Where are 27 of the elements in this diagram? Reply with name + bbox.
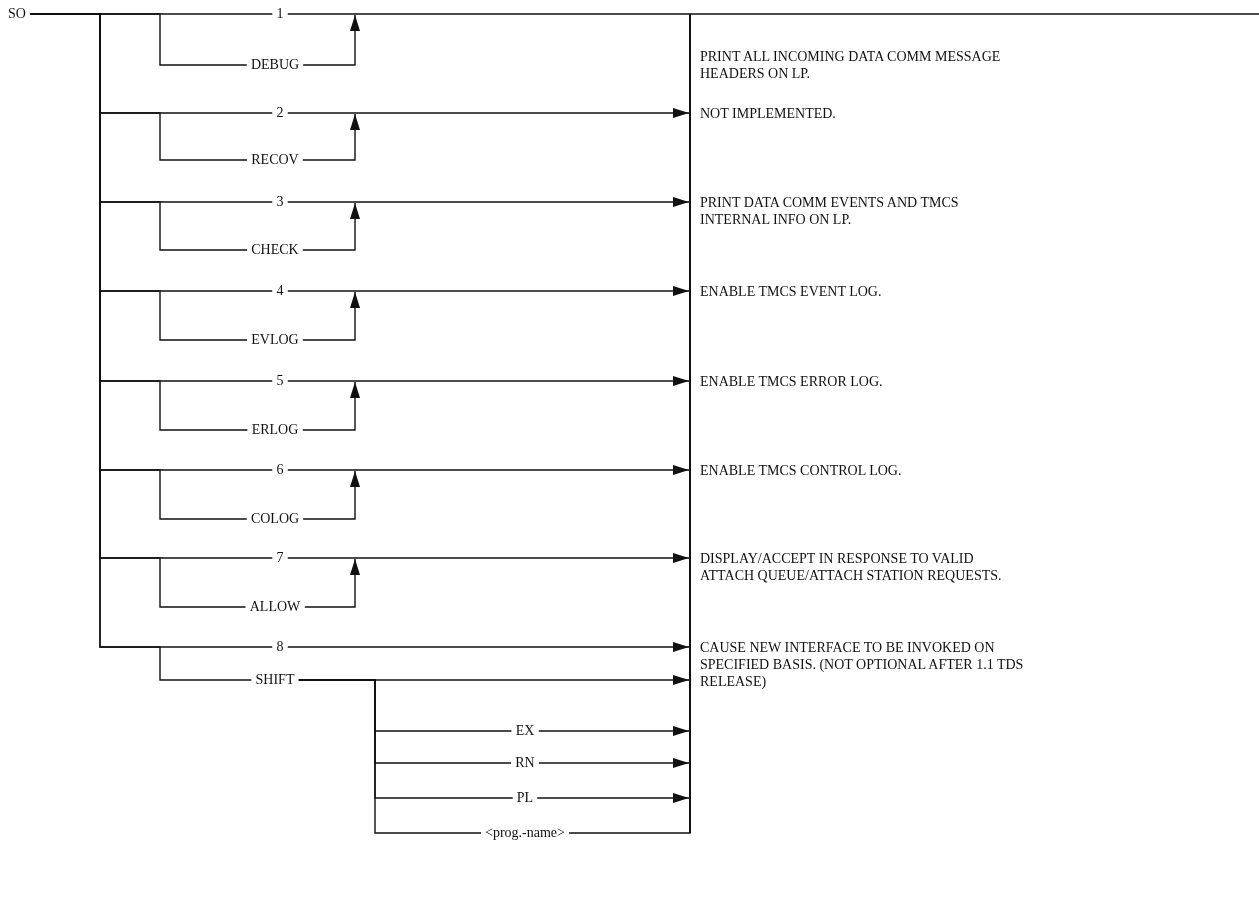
description-text: PRINT ALL INCOMING DATA COMM MESSAGE HEADERS ON LP.: [700, 48, 1002, 82]
arrow: [301, 381, 360, 431]
arrow: [286, 376, 690, 386]
description-text: NOT IMPLEMENTED.: [700, 105, 837, 122]
description-text: ENABLE TMCS ERROR LOG.: [700, 373, 884, 390]
arrow: [303, 558, 360, 608]
arrow: [536, 793, 690, 803]
arrow: [302, 291, 360, 341]
arrow: [286, 553, 690, 563]
arrow: [538, 758, 690, 768]
description-text: ENABLE TMCS EVENT LOG.: [700, 283, 883, 300]
description-text: CAUSE NEW INTERFACE TO BE INVOKED ON SPECIFIED BASIS. (NOT OPTIONAL AFTER 1.1 TDS RELEASE): [700, 639, 1025, 690]
arrow: [286, 108, 690, 118]
arrow: [286, 465, 690, 475]
railroad-line: [286, 13, 1259, 15]
railroad-line: [297, 679, 482, 834]
arrow: [286, 642, 690, 652]
arrow: [302, 14, 360, 66]
description-text: ENABLE TMCS CONTROL LOG.: [700, 462, 903, 479]
arrow: [302, 202, 360, 251]
arrow: [302, 470, 360, 520]
arrow: [302, 113, 360, 161]
description-text: DISPLAY/ACCEPT IN RESPONSE TO VALID ATTACH QUEUE/ATTACH STATION REQUESTS.: [700, 550, 1003, 584]
arrow: [537, 726, 690, 736]
description-text: PRINT DATA COMM EVENTS AND TMCS INTERNAL INFO ON LP.: [700, 194, 960, 228]
arrow: [286, 197, 690, 207]
arrow: [286, 286, 690, 296]
